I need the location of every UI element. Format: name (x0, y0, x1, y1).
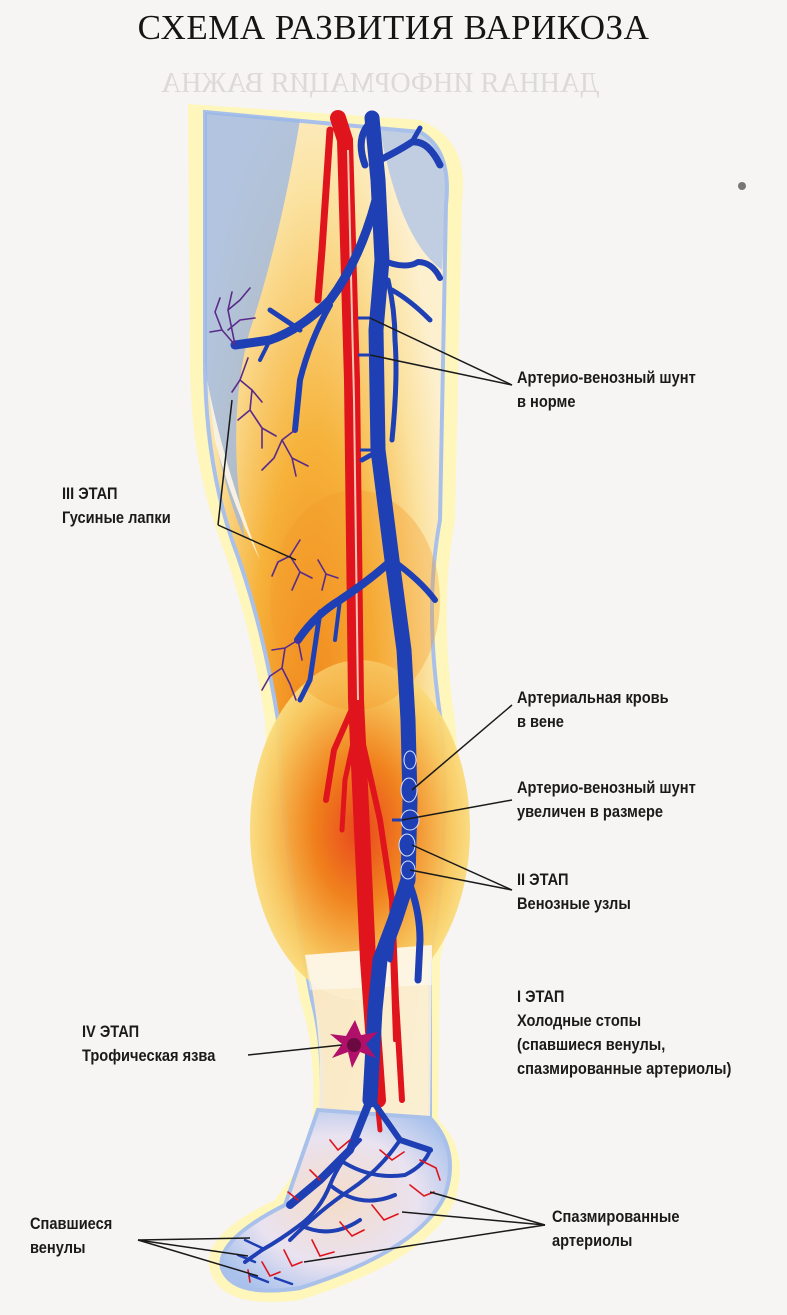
bleed-through-text: ДАННАЯ ИНФОРМАЦИЯ ВАЖНА (160, 68, 599, 99)
diagram-title: СХЕМА РАЗВИТИЯ ВАРИКОЗА (137, 8, 650, 47)
spider-veins (209, 287, 339, 701)
label-spasmed-arterioles: Спазмированные артериолы (552, 1207, 680, 1250)
label-stage1: I ЭТАП Холодные стопы (спавшиеся венулы,… (517, 987, 732, 1078)
trophic-ulcer (330, 1020, 378, 1068)
label-stage3: III ЭТАП Гусиные лапки (62, 484, 171, 527)
venous-nodes (398, 750, 420, 880)
artery-main (314, 110, 405, 1133)
leader-lines (137, 317, 546, 1277)
label-arterial-blood: Артериальная кровь в вене (517, 688, 669, 731)
label-shunt-normal: Артерио-венозный шунт в норме (517, 368, 696, 411)
label-collapsed-venules: Спавшиеся венулы (30, 1214, 113, 1257)
label-stage2: II ЭТАП Венозные узлы (517, 870, 631, 913)
vein-main (230, 110, 444, 1209)
foot-vessels (236, 1138, 441, 1286)
label-stage4: IV ЭТАП Трофическая язва (82, 1022, 216, 1065)
label-shunt-enlarged: Артерио-венозный шунт увеличен в размере (517, 778, 696, 821)
